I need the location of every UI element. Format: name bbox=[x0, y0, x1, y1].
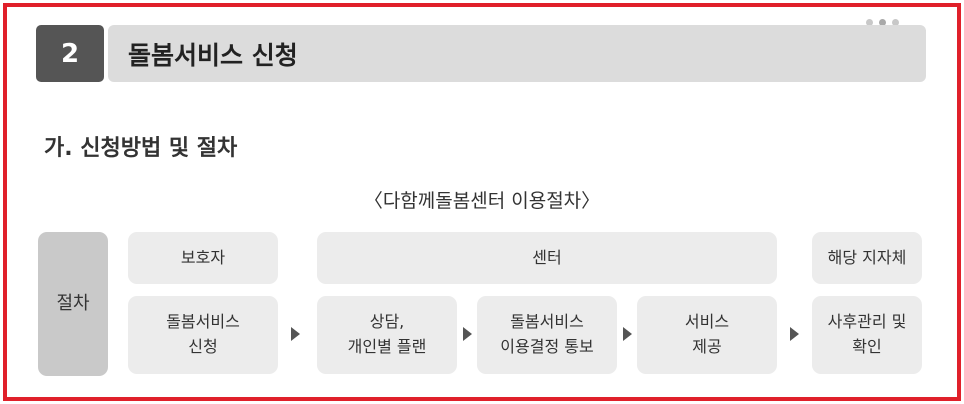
actor-local-gov: 해당 지자체 bbox=[812, 232, 922, 284]
section-header: 2 돌봄서비스 신청 bbox=[36, 25, 926, 82]
actor-center: 센터 bbox=[317, 232, 777, 284]
step-decision-label: 돌봄서비스 이용결정 통보 bbox=[500, 312, 594, 356]
arrow-right-icon bbox=[291, 327, 300, 341]
procedure-label-text: 절차 bbox=[56, 293, 90, 315]
more-options-icon[interactable] bbox=[866, 19, 899, 26]
step-apply-label: 돌봄서비스 신청 bbox=[166, 312, 240, 356]
actor-center-label: 센터 bbox=[532, 247, 562, 267]
step-apply: 돌봄서비스 신청 bbox=[128, 296, 278, 374]
actor-local-gov-label: 해당 지자체 bbox=[827, 247, 907, 267]
step-consult: 상담, 개인별 플랜 bbox=[317, 296, 457, 374]
arrow-right-icon bbox=[463, 327, 472, 341]
procedure-row-label: 절차 bbox=[38, 232, 108, 376]
step-service: 서비스 제공 bbox=[637, 296, 777, 374]
section-title: 돌봄서비스 신청 bbox=[128, 40, 298, 70]
step-followup: 사후관리 및 확인 bbox=[812, 296, 922, 374]
step-followup-label: 사후관리 및 확인 bbox=[827, 312, 907, 356]
section-title-bar: 돌봄서비스 신청 bbox=[108, 25, 926, 82]
actor-guardian-label: 보호자 bbox=[180, 247, 226, 267]
actor-guardian: 보호자 bbox=[128, 232, 278, 284]
step-consult-label: 상담, 개인별 플랜 bbox=[347, 312, 427, 356]
arrow-right-icon bbox=[623, 327, 632, 341]
step-service-label: 서비스 제공 bbox=[684, 312, 730, 356]
subsection-title: 가. 신청방법 및 절차 bbox=[44, 136, 238, 161]
section-number: 2 bbox=[36, 25, 104, 82]
step-decision: 돌봄서비스 이용결정 통보 bbox=[477, 296, 617, 374]
diagram-caption: 〈다함께돌봄센터 이용절차〉 bbox=[363, 190, 601, 212]
arrow-right-icon bbox=[790, 327, 799, 341]
